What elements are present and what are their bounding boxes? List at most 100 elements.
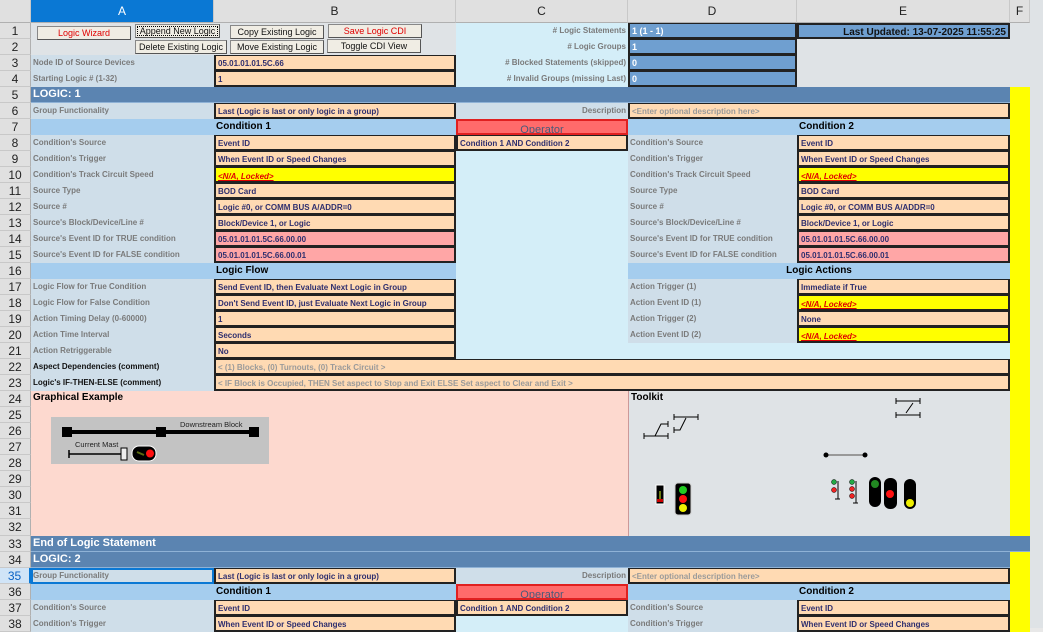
row-header-28[interactable]: 28 [0,455,31,471]
if-then-else-input[interactable]: < IF Block is Occupied, THEN Set aspect … [214,375,1010,391]
operator-select[interactable]: Condition 1 AND Condition 2 [456,600,628,616]
save-logic-cdi-button[interactable]: Save Logic CDI [328,24,422,38]
row-header-3[interactable]: 3 [0,55,31,71]
row-header-34[interactable]: 34 [0,552,31,568]
crossover-icon [895,398,921,418]
condition2-input[interactable]: When Event ID or Speed Changes [797,616,1010,632]
condition2-input[interactable]: When Event ID or Speed Changes [797,151,1010,167]
row-header-37[interactable]: 37 [0,600,31,616]
condition1-input[interactable]: When Event ID or Speed Changes [214,616,456,632]
row-header-36[interactable]: 36 [0,584,31,600]
row-header-4[interactable]: 4 [0,71,31,87]
delete-existing-logic-button[interactable]: Delete Existing Logic [135,40,227,54]
row-header-30[interactable]: 30 [0,487,31,503]
row-header-16[interactable]: 16 [0,263,31,279]
condition1-input[interactable]: 05.01.01.01.5C.66.00.00 [214,231,456,247]
row-header-20[interactable]: 20 [0,327,31,343]
logic-action-input[interactable]: <N/A, Locked> [797,295,1010,311]
condition1-label: Source # [31,199,214,215]
copy-existing-logic-button[interactable]: Copy Existing Logic [230,25,324,39]
move-existing-logic-button[interactable]: Move Existing Logic [230,40,324,54]
row-header-17[interactable]: 17 [0,279,31,295]
yellow-margin [1010,87,1030,536]
condition1-input[interactable]: BOD Card [214,183,456,199]
condition1-input[interactable]: Block/Device 1, or Logic [214,215,456,231]
condition1-input[interactable]: Event ID [214,600,456,616]
description-input[interactable]: <Enter optional description here> [628,568,1010,584]
logic-action-input[interactable]: <N/A, Locked> [797,327,1010,343]
condition1-input[interactable]: Event ID [214,135,456,151]
row-header-31[interactable]: 31 [0,503,31,519]
row-header-6[interactable]: 6 [0,103,31,119]
logic-flow-input[interactable]: 1 [214,311,456,327]
logic-wizard-button[interactable]: Logic Wizard [37,26,131,40]
logic-flow-input[interactable]: No [214,343,456,359]
row-header-21[interactable]: 21 [0,343,31,359]
green-signal-head-icon [869,477,881,507]
row-header-12[interactable]: 12 [0,199,31,215]
row-header-33[interactable]: 33 [0,536,31,552]
row-header-13[interactable]: 13 [0,215,31,231]
row-header-5[interactable]: 5 [0,87,31,103]
row-header-26[interactable]: 26 [0,423,31,439]
condition2-input[interactable]: Event ID [797,600,1010,616]
row-header-32[interactable]: 32 [0,519,31,536]
append-new-logic-button[interactable]: Append New Logic [135,24,220,38]
yellow-signal-head-icon [904,479,916,509]
logic-flow-input[interactable]: Don't Send Event ID, just Evaluate Next … [214,295,456,311]
logic-flow-input[interactable]: Seconds [214,327,456,343]
row-header-9[interactable]: 9 [0,151,31,167]
row-header-1[interactable]: 1 [0,23,31,39]
row-header-7[interactable]: 7 [0,119,31,135]
row-header-27[interactable]: 27 [0,439,31,455]
condition2-input[interactable]: BOD Card [797,183,1010,199]
row-header-24[interactable]: 24 [0,391,31,407]
column-header-b[interactable]: B [214,0,456,23]
starting-logic-input[interactable]: 1 [214,71,456,87]
logic-action-input[interactable]: Immediate if True [797,279,1010,295]
select-all-corner[interactable] [0,0,31,23]
column-header-d[interactable]: D [628,0,797,23]
row-header-8[interactable]: 8 [0,135,31,151]
row-header-38[interactable]: 38 [0,616,31,632]
row-header-2[interactable]: 2 [0,39,31,55]
column-header-f[interactable]: F [1010,0,1030,23]
condition2-input[interactable]: 05.01.01.01.5C.66.00.00 [797,231,1010,247]
logic-action-input[interactable]: None [797,311,1010,327]
column-header-a[interactable]: A [31,0,214,23]
condition2-input[interactable]: Logic #0, or COMM BUS A/ADDR=0 [797,199,1010,215]
description-input[interactable]: <Enter optional description here> [628,103,1010,119]
condition2-input[interactable]: <N/A, Locked> [797,167,1010,183]
condition2-input[interactable]: Event ID [797,135,1010,151]
column-header-e[interactable]: E [797,0,1010,23]
condition1-label: Source's Block/Device/Line # [31,215,214,231]
row-header-19[interactable]: 19 [0,311,31,327]
condition2-input[interactable]: 05.01.01.01.5C.66.00.01 [797,247,1010,263]
row-header-22[interactable]: 22 [0,359,31,375]
row-header-14[interactable]: 14 [0,231,31,247]
row-header-29[interactable]: 29 [0,471,31,487]
row-header-10[interactable]: 10 [0,167,31,183]
toggle-cdi-view-button[interactable]: Toggle CDI View [327,39,421,53]
condition1-input[interactable]: 05.01.01.01.5C.66.00.01 [214,247,456,263]
node-id-input[interactable]: 05.01.01.01.5C.66 [214,55,456,71]
row-header-11[interactable]: 11 [0,183,31,199]
operator-blank [456,151,628,359]
condition1-input[interactable]: When Event ID or Speed Changes [214,151,456,167]
logic-flow-input[interactable]: Send Event ID, then Evaluate Next Logic … [214,279,456,295]
group-functionality-input[interactable]: Last (Logic is last or only logic in a g… [214,103,456,119]
condition2-input[interactable]: Block/Device 1, or Logic [797,215,1010,231]
aspect-dependencies-input[interactable]: < (1) Blocks, (0) Turnouts, (0) Track Ci… [214,359,1010,375]
group-functionality-input[interactable]: Last (Logic is last or only logic in a g… [214,568,456,584]
row-header-15[interactable]: 15 [0,247,31,263]
condition1-input[interactable]: Logic #0, or COMM BUS A/ADDR=0 [214,199,456,215]
operator-select[interactable]: Condition 1 AND Condition 2 [456,135,628,151]
column-header-c[interactable]: C [456,0,628,23]
invalid-groups-label: # Invalid Groups (missing Last) [456,71,628,87]
row-header-23[interactable]: 23 [0,375,31,391]
row-header-35[interactable]: 35 [0,568,31,584]
condition1-input[interactable]: <N/A, Locked> [214,167,456,183]
red-signal-head-icon [884,478,897,509]
row-header-18[interactable]: 18 [0,295,31,311]
row-header-25[interactable]: 25 [0,407,31,423]
